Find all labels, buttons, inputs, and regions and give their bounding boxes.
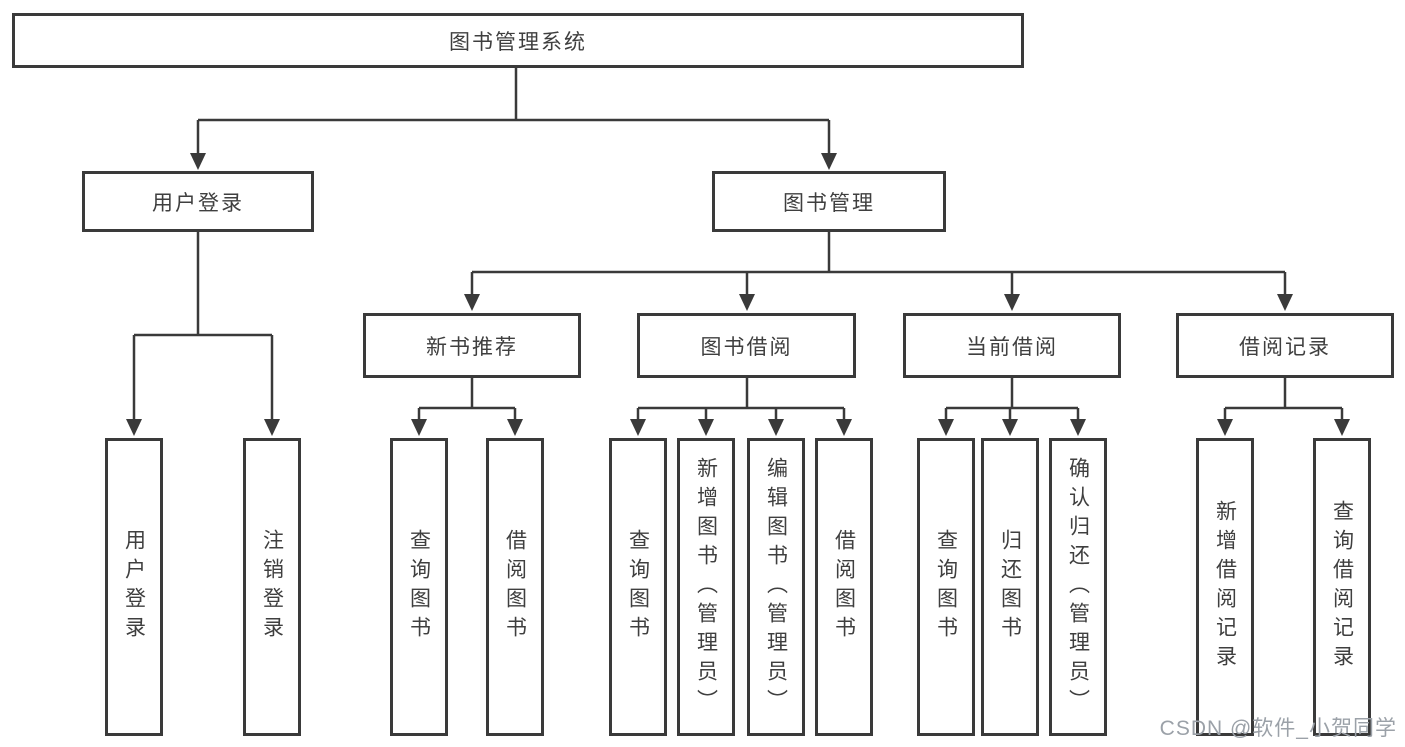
node-records-query-record: 查询借阅记录 bbox=[1313, 438, 1371, 736]
node-current-confirm-return: 确认归还（管理员） bbox=[1049, 438, 1107, 736]
node-borrowing-borrow-books: 借阅图书 bbox=[815, 438, 873, 736]
arrow-down-icon bbox=[768, 419, 784, 436]
arrow-down-icon bbox=[411, 419, 427, 436]
node-book-borrowing: 图书借阅 bbox=[637, 313, 856, 378]
node-book-management: 图书管理 bbox=[712, 171, 946, 232]
node-user-login: 用户登录 bbox=[82, 171, 314, 232]
arrow-down-icon bbox=[507, 419, 523, 436]
node-leaf-user-login: 用户登录 bbox=[105, 438, 163, 736]
node-borrowing-add-books: 新增图书（管理员） bbox=[677, 438, 735, 736]
arrow-down-icon bbox=[464, 294, 480, 311]
arrow-down-icon bbox=[630, 419, 646, 436]
arrow-down-icon bbox=[1002, 419, 1018, 436]
connector-user-login-children bbox=[126, 232, 280, 436]
arrow-down-icon bbox=[190, 153, 206, 170]
node-borrowing-records: 借阅记录 bbox=[1176, 313, 1394, 378]
arrow-down-icon bbox=[1004, 294, 1020, 311]
node-current-query-books: 查询图书 bbox=[917, 438, 975, 736]
arrow-down-icon bbox=[1277, 294, 1293, 311]
node-leaf-logout: 注销登录 bbox=[243, 438, 301, 736]
arrow-down-icon bbox=[1070, 419, 1086, 436]
arrow-down-icon bbox=[698, 419, 714, 436]
node-recommend-borrow-books: 借阅图书 bbox=[486, 438, 544, 736]
arrow-down-icon bbox=[126, 419, 142, 436]
arrow-down-icon bbox=[1334, 419, 1350, 436]
arrow-down-icon bbox=[938, 419, 954, 436]
arrow-down-icon bbox=[1217, 419, 1233, 436]
arrow-down-icon bbox=[836, 419, 852, 436]
arrow-down-icon bbox=[821, 153, 837, 170]
node-current-return-books: 归还图书 bbox=[981, 438, 1039, 736]
node-records-add-record: 新增借阅记录 bbox=[1196, 438, 1254, 736]
node-borrowing-edit-books: 编辑图书（管理员） bbox=[747, 438, 805, 736]
connector-book-management-children bbox=[464, 232, 1293, 311]
node-borrowing-query-books: 查询图书 bbox=[609, 438, 667, 736]
csdn-watermark: CSDN @软件_小贺同学 bbox=[1159, 717, 1397, 740]
connector-current-borrowing-children bbox=[938, 377, 1086, 436]
connector-borrowing-records-children bbox=[1217, 377, 1350, 436]
node-new-book-recommend: 新书推荐 bbox=[363, 313, 581, 378]
node-current-borrowing: 当前借阅 bbox=[903, 313, 1121, 378]
connector-root-to-level1 bbox=[190, 68, 837, 170]
arrow-down-icon bbox=[739, 294, 755, 311]
connector-new-book-recommend-children bbox=[411, 377, 523, 436]
node-recommend-query-books: 查询图书 bbox=[390, 438, 448, 736]
node-root: 图书管理系统 bbox=[12, 13, 1024, 68]
connector-book-borrowing-children bbox=[630, 377, 852, 436]
arrow-down-icon bbox=[264, 419, 280, 436]
